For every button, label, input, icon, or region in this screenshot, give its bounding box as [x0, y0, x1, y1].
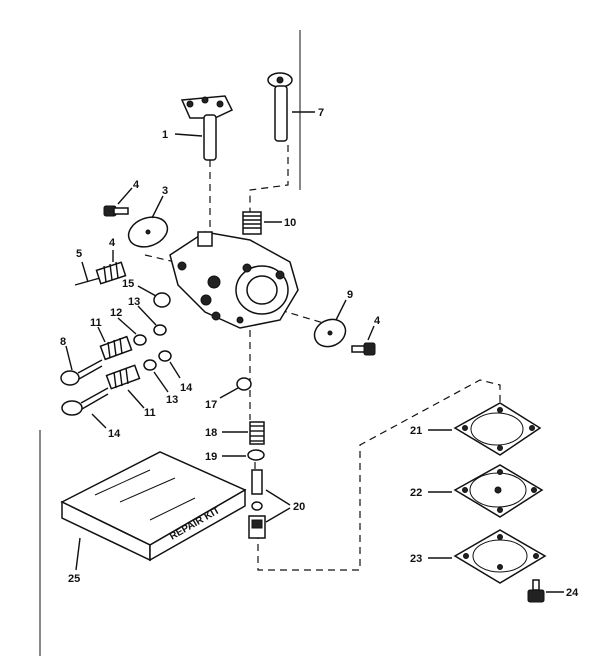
leader-line-12b — [153, 371, 169, 393]
oring-part-12b — [143, 359, 157, 371]
needle-seat-part-20 — [248, 469, 266, 539]
oring-part-13b — [158, 350, 172, 362]
spring-part-11b — [105, 364, 141, 390]
leader-line-6 — [81, 261, 89, 283]
callout-5: 4 — [109, 237, 116, 249]
callout-11b: 11 — [144, 407, 156, 419]
leader-line-4b — [367, 325, 375, 341]
carburetor-body-part — [169, 231, 299, 329]
callout-10: 8 — [60, 336, 66, 348]
spring-part-11a — [99, 335, 133, 361]
callout-14: 14 — [108, 428, 121, 440]
callout-25: 25 — [68, 573, 80, 585]
assembly-guide-lines — [144, 145, 501, 571]
callout-4b: 4 — [374, 315, 381, 327]
throttle-plate-part — [127, 216, 169, 248]
callout-13a: 13 — [128, 296, 140, 308]
leader-line-3 — [151, 195, 164, 219]
callout-15: 15 — [122, 278, 134, 290]
welch-plug-part — [153, 292, 171, 308]
leader-line-11a — [97, 326, 106, 343]
callout-18: 18 — [205, 427, 217, 439]
needle-part-14 — [61, 387, 109, 416]
gasket-part-21 — [453, 402, 542, 456]
spring-part-8 — [242, 211, 262, 235]
diaphragm-part-22 — [453, 464, 544, 518]
plug-part-17 — [236, 377, 252, 391]
callout-21: 21 — [410, 425, 422, 437]
leader-line-4a — [117, 187, 133, 205]
leader-line-25 — [75, 537, 81, 571]
leader-line-13b — [169, 361, 181, 379]
screw-part-24 — [527, 579, 545, 603]
callout-12b: 13 — [166, 394, 178, 406]
callout-17: 17 — [205, 399, 217, 411]
oring-part-13a — [153, 324, 167, 336]
cover-part-23 — [453, 529, 547, 584]
callout-7: 7 — [318, 107, 324, 119]
callout-12a: 12 — [110, 307, 122, 319]
choke-plate-part — [313, 318, 347, 348]
callout-13b: 14 — [180, 382, 193, 394]
callout-6a: 5 — [76, 248, 82, 260]
leader-line-1 — [174, 133, 203, 137]
leader-line-10 — [65, 345, 73, 371]
leader-line-13a — [137, 305, 157, 326]
callout-19: 19 — [205, 451, 217, 463]
callout-8: 10 — [284, 217, 296, 229]
callout-11a: 11 — [90, 317, 102, 329]
callout-4a: 4 — [133, 179, 140, 191]
spring-part-18 — [249, 421, 265, 445]
callout-22: 22 — [410, 487, 422, 499]
callout-3: 3 — [162, 185, 168, 197]
leader-line-20b — [265, 507, 291, 523]
leader-line-12a — [117, 317, 137, 335]
leader-line-17 — [219, 387, 239, 399]
screw-part-top — [103, 205, 129, 217]
callout-23: 23 — [410, 553, 422, 565]
leader-line-11b — [127, 389, 145, 409]
throttle-shaft-part — [180, 95, 234, 161]
washer-part-19 — [247, 449, 265, 461]
repair-kit-box: REPAIR KIT — [60, 451, 247, 562]
leader-line-15 — [137, 285, 157, 297]
oring-part-12a — [133, 334, 147, 346]
callout-20: 20 — [293, 501, 305, 513]
leader-line-20a — [265, 489, 291, 506]
callout-1: 1 — [162, 129, 168, 141]
needle-part-10 — [60, 359, 103, 386]
callout-9: 9 — [347, 289, 353, 301]
leader-line-9 — [335, 299, 347, 321]
choke-shaft-part — [267, 72, 293, 142]
leader-line-14 — [91, 413, 107, 429]
callout-24: 24 — [566, 587, 579, 599]
screw-part-right — [351, 342, 376, 356]
